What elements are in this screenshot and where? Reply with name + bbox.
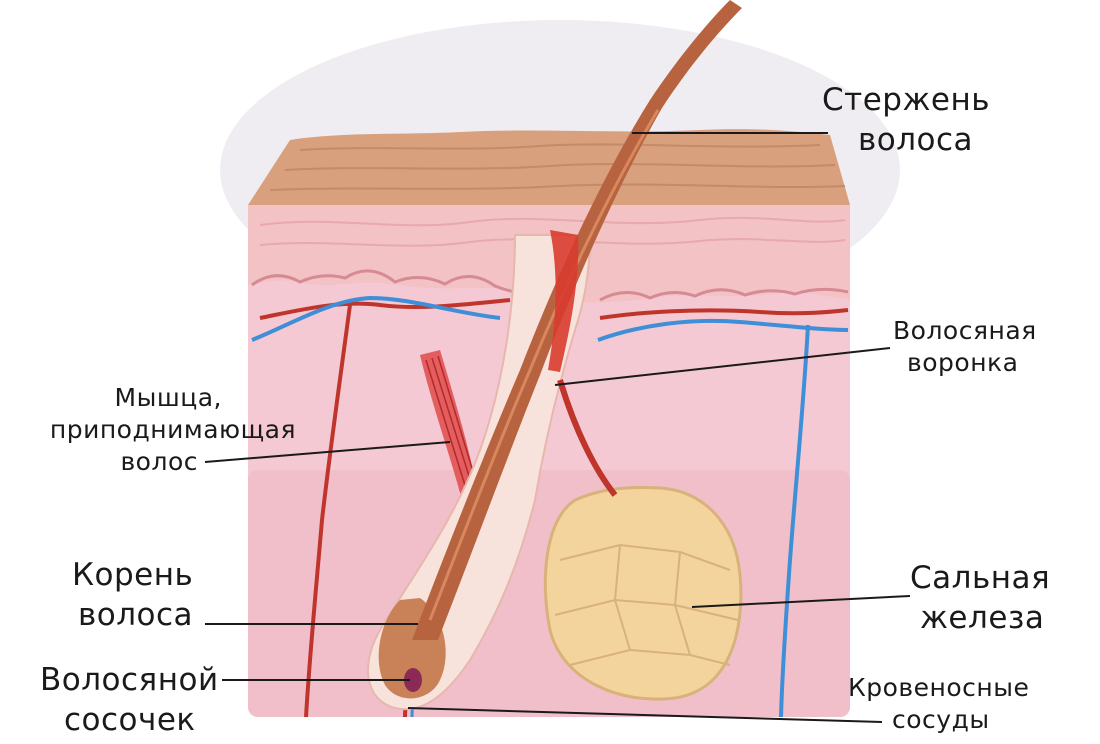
label-arrector-muscle-line1: Мышца, — [114, 383, 222, 412]
vein-network — [251, 295, 849, 718]
label-sebaceous-gland-line1: Сальная — [910, 560, 1051, 596]
leader-muscle — [204, 441, 451, 463]
hair-funnel — [548, 230, 579, 372]
label-hair-papilla-line2: сосочек — [64, 702, 196, 738]
label-hair-shaft-line1: Стержень — [822, 82, 990, 118]
label-arrector-muscle: Мышца, приподнимающая волос — [20, 382, 296, 478]
label-hair-shaft-line2: волоса — [858, 122, 974, 158]
hair-papilla — [404, 668, 422, 692]
label-hair-funnel-line2: воронка — [907, 348, 1019, 377]
label-sebaceous-gland-line2: железа — [920, 600, 1045, 636]
label-arrector-muscle-line2: приподнимающая — [49, 415, 296, 444]
label-hair-root-line2: волоса — [78, 597, 194, 633]
label-sebaceous-gland: Сальная железа — [910, 558, 1050, 638]
gland-duct — [557, 379, 618, 497]
label-hair-papilla-line1: Волосяной — [40, 662, 219, 698]
label-hair-funnel: Волосяная воронка — [893, 315, 1037, 379]
leader-sebaceous — [691, 595, 911, 608]
label-hair-root-line1: Корень — [72, 557, 194, 593]
hair-shaft — [412, 0, 742, 640]
gland-cells — [554, 543, 739, 666]
label-hair-root: Корень волоса — [72, 555, 193, 635]
artery-network — [259, 298, 849, 718]
label-blood-vessels: Кровеносные сосуды — [848, 672, 1029, 736]
label-hair-shaft: Стержень волоса — [822, 80, 990, 160]
leader-funnel — [554, 347, 891, 386]
label-hair-papilla: Волосяной сосочек — [40, 660, 219, 740]
label-hair-funnel-line1: Волосяная — [893, 316, 1037, 345]
label-arrector-muscle-line3: волос — [120, 447, 198, 476]
hair-shaft-highlight — [428, 109, 660, 621]
muscle-fibers — [425, 355, 479, 496]
label-blood-vessels-line2: сосуды — [892, 705, 990, 734]
label-blood-vessels-line1: Кровеносные — [848, 673, 1030, 702]
stratum-corneum-texture — [269, 143, 846, 191]
sebaceous-gland — [543, 486, 743, 701]
leader-vessels — [407, 707, 883, 723]
dermal-papillae — [251, 269, 849, 302]
